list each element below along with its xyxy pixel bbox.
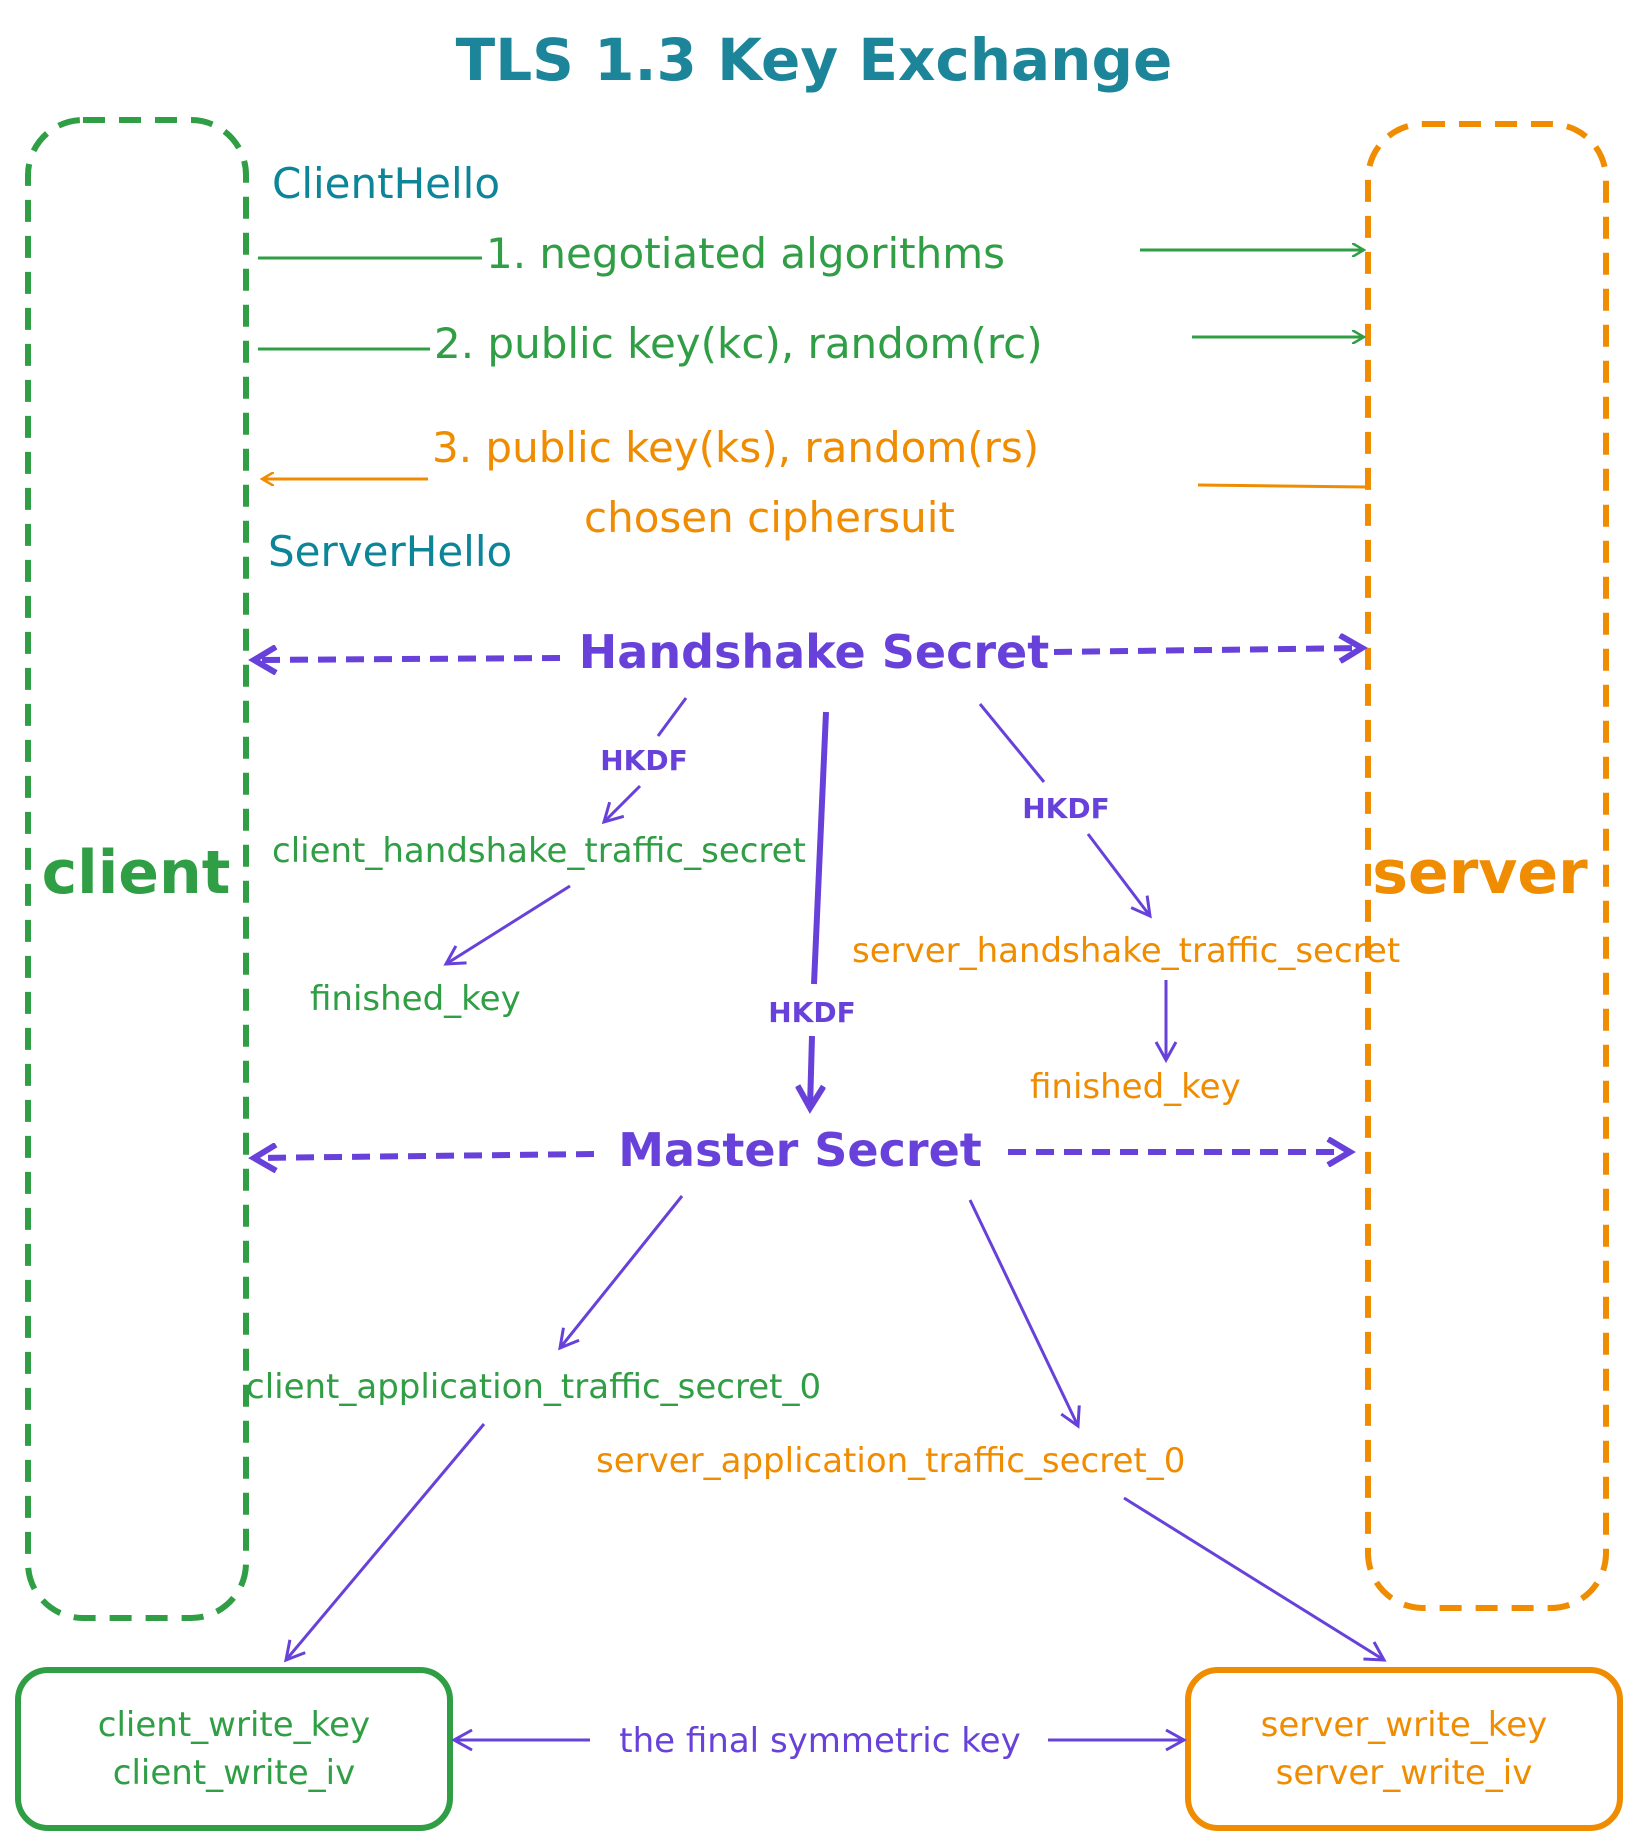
msg3-ciphersuite-label: chosen ciphersuit — [584, 493, 955, 542]
server-app-traffic-arrow — [968, 1199, 1081, 1429]
msg3-label: 3. public key(ks), random(rs) — [432, 423, 1039, 472]
client-finished-key: finished_key — [310, 979, 521, 1019]
client-write-iv: client_write_iv — [113, 1753, 355, 1793]
client-label: client — [42, 838, 231, 908]
handshake-secret-label: Handshake Secret — [579, 625, 1049, 679]
hkdf-client-hs-arrow — [601, 784, 642, 825]
client-finished-arrow — [443, 884, 571, 966]
hkdf-client-hs-arrow-top — [656, 697, 688, 737]
master-secret-label: Master Secret — [618, 1123, 982, 1177]
hkdf-client-hs-label: HKDF — [600, 744, 688, 777]
msg1-label: 1. negotiated algorithms — [486, 229, 1005, 278]
handshake-arrow-left — [254, 658, 561, 660]
client-application-traffic-secret: client_application_traffic_secret_0 — [246, 1367, 821, 1407]
server-final-keys-box — [1185, 1667, 1623, 1831]
diagram-title: TLS 1.3 Key Exchange — [456, 26, 1173, 94]
msg2-label: 2. public key(kc), random(rc) — [434, 319, 1043, 368]
client-handshake-traffic-secret: client_handshake_traffic_secret — [272, 831, 806, 871]
server-hello-label: ServerHello — [268, 527, 512, 576]
server-lifeline-box — [1365, 121, 1609, 1611]
server-application-traffic-secret: server_application_traffic_secret_0 — [596, 1441, 1185, 1481]
client-write-key: client_write_key — [98, 1705, 370, 1745]
msg3-line-right — [1197, 483, 1367, 489]
client-hello-label: ClientHello — [272, 159, 500, 208]
client-write-arrow — [284, 1423, 486, 1663]
server-finished-key: finished_key — [1030, 1067, 1241, 1107]
hkdf-server-hs-arrow — [1086, 833, 1152, 919]
server-handshake-traffic-secret: server_handshake_traffic_secret — [852, 931, 1400, 971]
hkdf-master-label: HKDF — [768, 996, 856, 1029]
hkdf-server-hs-arrow-top — [978, 703, 1046, 783]
hkdf-master-arrow-top — [811, 711, 829, 985]
server-label: server — [1372, 838, 1588, 908]
symmetric-key-label: the final symmetric key — [619, 1721, 1020, 1761]
server-write-key: server_write_key — [1261, 1705, 1548, 1745]
handshake-arrow-right — [1053, 648, 1362, 652]
hkdf-master-arrow — [810, 1035, 812, 1108]
server-write-arrow — [1123, 1496, 1387, 1662]
master-arrow-left — [254, 1154, 595, 1158]
client-lifeline-box — [25, 117, 249, 1621]
server-write-iv: server_write_iv — [1276, 1753, 1533, 1793]
hkdf-server-hs-label: HKDF — [1022, 792, 1110, 825]
client-app-traffic-arrow — [558, 1195, 684, 1351]
client-final-keys-box — [15, 1667, 453, 1831]
